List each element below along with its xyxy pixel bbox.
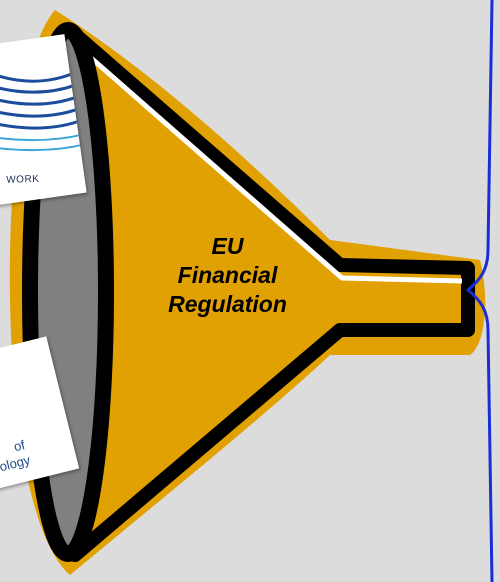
network-logo-text: WORK [6,173,40,186]
funnel-title-line-1: EU [211,233,244,259]
funnel-title-line-3: Regulation [168,291,287,317]
funnel-title: EU Financial Regulation [140,232,315,319]
logo-card-top: WORK [0,34,87,206]
tech-logo-text: of nology [0,437,32,477]
bracket-brace [465,0,494,582]
network-logo-icon [0,71,85,152]
funnel-highlight [80,48,463,284]
funnel-title-line-2: Financial [177,262,278,288]
